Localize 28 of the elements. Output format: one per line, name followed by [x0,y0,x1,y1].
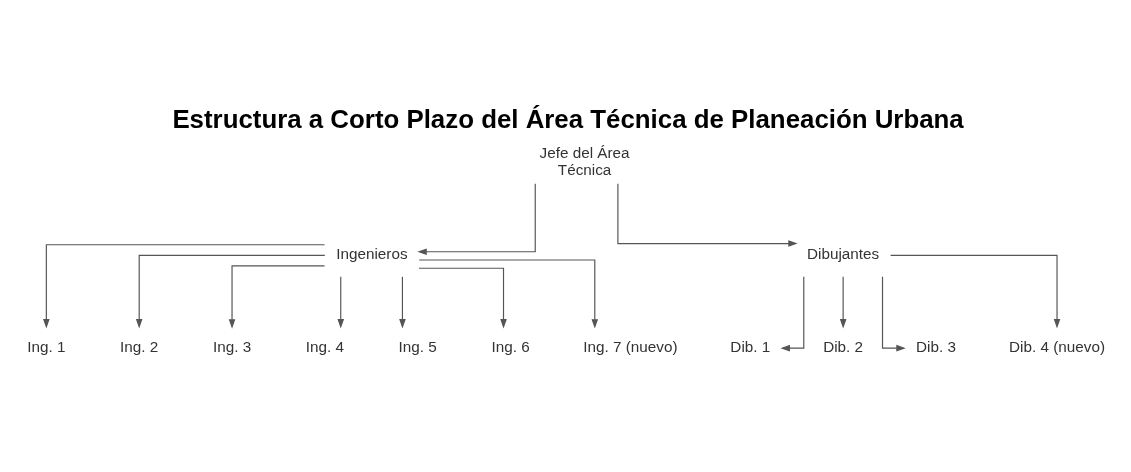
arrow [399,275,406,328]
diagram-title: Estructura a Corto Plazo del Área Técnica de Planeación Urbana [172,104,964,133]
node-text: Ingenieros [336,244,408,262]
node-text: Ing. 6 [491,337,530,355]
node-text: Ing. 3 [212,337,252,355]
arrow [135,254,326,328]
node-text: Dib. 2 [823,337,864,355]
node-text: Jefe del Área Técnica [539,143,630,178]
node-text: Ing. 4 [305,337,344,355]
arrow [890,254,1061,328]
arrow [881,275,906,351]
node-text: Ing. 5 [398,337,437,355]
arrow [417,182,536,255]
arrow [617,182,798,247]
node-text: Ing. 7 (nuevo) [583,337,678,355]
node-text: Dib. 4 (nuevo) [1009,337,1105,355]
node-text: Dib. 3 [916,337,956,355]
node-text: Ing. 1 [27,337,66,355]
arrow [780,275,805,351]
arrow [839,275,847,328]
arrow [418,267,507,328]
arrow [337,275,345,328]
node-text: Dibujantes [807,244,880,262]
node-text: Dib. 1 [730,337,771,355]
arrow [228,264,326,329]
node-text: Ing. 2 [120,337,159,355]
arrow [43,243,326,328]
arrow [418,258,599,329]
